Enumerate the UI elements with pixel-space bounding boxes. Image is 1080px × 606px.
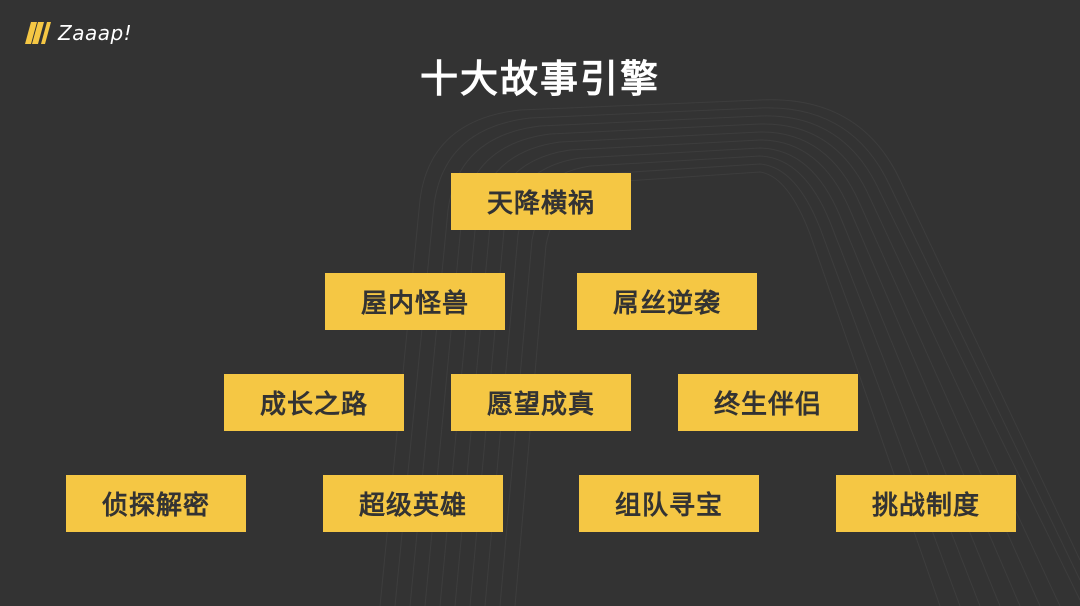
engine-card-underdog-rises: 屌丝逆袭 <box>577 273 757 330</box>
engine-card-detective-mystery: 侦探解密 <box>66 475 246 532</box>
engine-card-monster-in-house: 屋内怪兽 <box>325 273 505 330</box>
engine-card-superhero: 超级英雄 <box>323 475 503 532</box>
engine-card-life-partner: 终生伴侣 <box>678 374 858 431</box>
page-title: 十大故事引擎 <box>419 57 660 101</box>
engine-card-sudden-disaster: 天降横祸 <box>451 173 631 230</box>
engine-card-challenge-system: 挑战制度 <box>836 475 1016 532</box>
logo-text: Zaaap! <box>58 21 133 45</box>
engine-card-team-treasure-hunt: 组队寻宝 <box>579 475 759 532</box>
engine-card-wish-fulfillment: 愿望成真 <box>451 374 631 431</box>
engine-card-coming-of-age: 成长之路 <box>224 374 404 431</box>
zaaap-logo-icon <box>25 22 51 44</box>
zaaap-logo: Zaaap! <box>24 20 132 46</box>
